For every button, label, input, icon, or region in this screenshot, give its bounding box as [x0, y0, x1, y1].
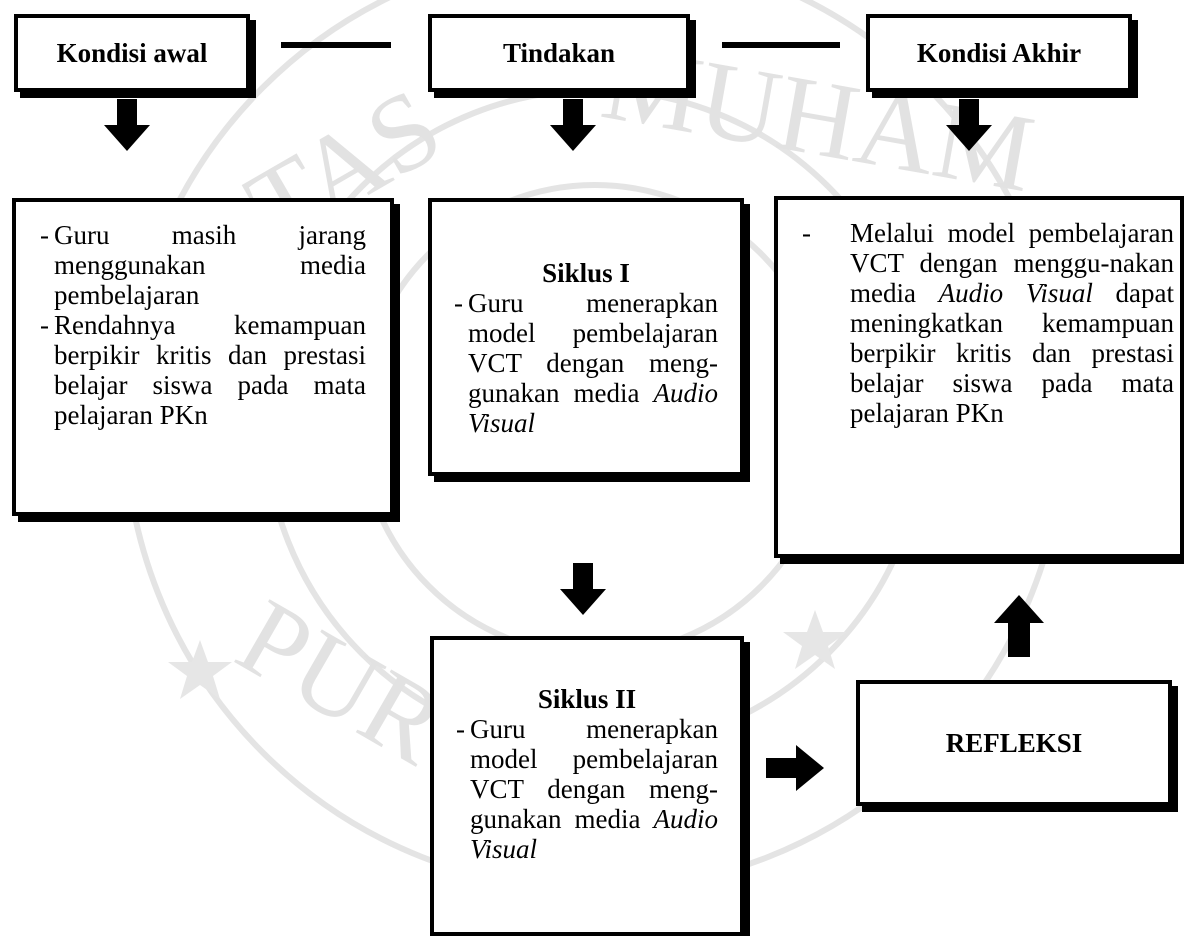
- initial-condition-box: - Guru masih jarang menggunakan media pe…: [12, 198, 394, 516]
- action-header-label: Tindakan: [502, 37, 616, 68]
- header-connector-left: [281, 42, 391, 48]
- cycle1-item: - Guru menerapkan model pembelajaran VCT…: [454, 288, 718, 438]
- final-condition-item: - Melalui model pembelajaran VCT dengan …: [802, 218, 1175, 428]
- final-condition-text-a: Melalui model pembelajaran VCT dengan me…: [850, 218, 1174, 308]
- final-condition-header-label: Kondisi Akhir: [916, 37, 1082, 68]
- final-condition-media: Audio Visual: [938, 278, 1093, 308]
- cycle2-item: - Guru menerapkan model pembelajaran VCT…: [456, 714, 718, 864]
- initial-condition-header-label: Kondisi awal: [56, 37, 208, 68]
- final-condition-text-b: dapat meningkatkan kemampuan berpikir kr…: [850, 278, 1175, 428]
- cycle1-box: Siklus I - Guru menerapkan model pembela…: [428, 198, 744, 476]
- cycle2-title: Siklus II: [537, 684, 637, 714]
- initial-condition-item: - Guru masih jarang menggunakan media pe…: [40, 220, 366, 310]
- arrow-down-icon: [560, 563, 606, 615]
- cycle1-title: Siklus I: [542, 258, 630, 288]
- initial-condition-item-text: Guru masih jarang menggunakan media pemb…: [54, 220, 366, 310]
- header-connector-right: [722, 42, 840, 48]
- final-condition-header: Kondisi Akhir: [866, 14, 1132, 92]
- cycle2-media: Audio Visual: [470, 804, 718, 864]
- arrow-up-icon: [994, 595, 1044, 657]
- arrow-down-icon: [946, 99, 992, 151]
- initial-condition-item-text: Rendahnya kemampuan berpikir kritis dan …: [54, 310, 366, 430]
- initial-condition-item: - Rendahnya kemampuan berpikir kritis da…: [40, 310, 366, 430]
- initial-condition-header: Kondisi awal: [14, 14, 250, 92]
- reflection-box: REFLEKSI: [856, 680, 1172, 806]
- cycle1-text: Guru menerapkan model pembelajaran VCT d…: [468, 288, 718, 408]
- action-header: Tindakan: [428, 14, 690, 92]
- cycle1-media: Audio Visual: [468, 378, 718, 438]
- cycle2-box: Siklus II - Guru menerapkan model pembel…: [430, 636, 744, 936]
- arrow-down-icon: [104, 99, 150, 151]
- arrow-down-icon: [550, 99, 596, 151]
- cycle2-text: Guru menerapkan model pembelajaran VCT d…: [470, 714, 718, 834]
- arrow-right-icon: [766, 745, 824, 791]
- reflection-label: REFLEKSI: [945, 727, 1083, 758]
- final-condition-box: - Melalui model pembelajaran VCT dengan …: [774, 196, 1184, 558]
